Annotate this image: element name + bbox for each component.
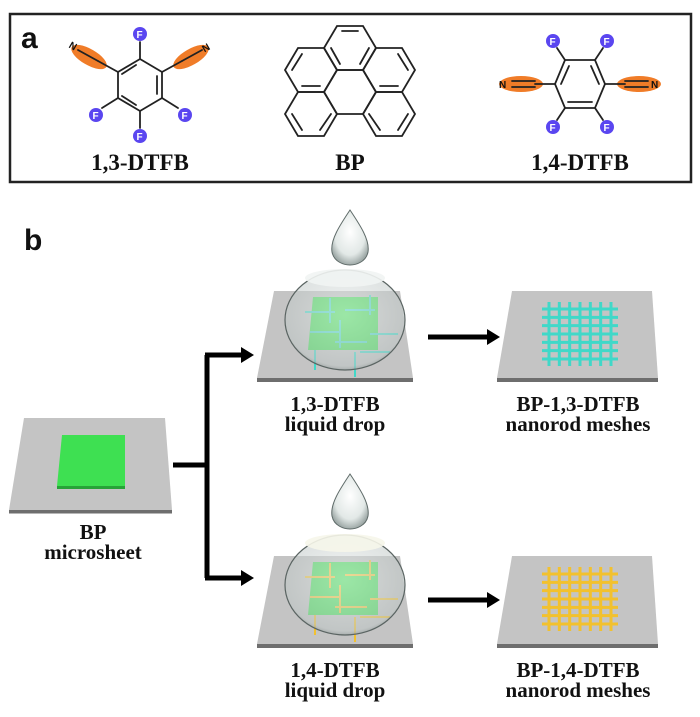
branch-arrows — [173, 347, 254, 586]
arrowhead-icon — [487, 329, 500, 345]
caption-line2: nanorod meshes — [506, 678, 651, 702]
caption-line2: nanorod meshes — [506, 412, 651, 436]
nanorod-mesh — [542, 302, 618, 366]
panel-b-label: b — [24, 224, 42, 257]
fluorine-label: F — [604, 37, 610, 48]
caption-line1: BP — [80, 520, 107, 544]
fluorine-label: F — [550, 123, 556, 134]
panel-a-label: a — [21, 22, 38, 55]
nanorod-mesh — [542, 567, 618, 631]
caption-line2: liquid drop — [285, 678, 386, 702]
fluorine-label: F — [137, 132, 143, 143]
molecule-label: BP — [335, 150, 364, 175]
fluorine-atom — [600, 120, 614, 134]
fluorine-atom — [178, 108, 192, 122]
panel-a: a N N F F F — [8, 12, 693, 184]
bp-microsheet — [57, 435, 125, 486]
caption-line1: BP-1,4-DTFB — [516, 658, 639, 682]
product-stage-bp-1-4-dtfb: BP-1,4-DTFB nanorod meshes — [497, 556, 658, 702]
nitrogen-atom: N — [201, 42, 213, 55]
fluorine-label: F — [604, 123, 610, 134]
fluorine-atom — [546, 34, 560, 48]
falling-drop — [331, 209, 369, 266]
fluorine-label: F — [137, 30, 143, 41]
substrate-edge — [497, 378, 658, 382]
panel-b: b BP microsheet 1,3- — [9, 209, 658, 702]
fluorine-label: F — [93, 111, 99, 122]
arrowhead-icon — [241, 570, 254, 586]
caption-line1: 1,4-DTFB — [290, 658, 379, 682]
fluorine-atom — [133, 129, 147, 143]
fluorine-label: F — [182, 111, 188, 122]
caption-line1: BP-1,3-DTFB — [516, 392, 639, 416]
fluorine-atom — [600, 34, 614, 48]
falling-drop — [331, 473, 369, 530]
molecule-label: 1,3-DTFB — [91, 150, 189, 175]
arrowhead-icon — [487, 592, 500, 608]
liquid-drop-stage-1-4-dtfb: 1,4-DTFB liquid drop — [257, 473, 413, 702]
molecule-label: 1,4-DTFB — [531, 150, 629, 175]
fluorine-atom — [546, 120, 560, 134]
substrate-edge — [257, 378, 413, 382]
caption-line2: microsheet — [44, 540, 142, 564]
bp-microsheet-stage: BP microsheet — [9, 418, 172, 564]
substrate-edge — [9, 510, 172, 514]
nitrile-highlight — [499, 76, 543, 92]
fluorine-label: F — [550, 37, 556, 48]
dome-highlight — [305, 269, 385, 287]
molecule-1-4-dtfb: N N F F F F 1,4-DTFB — [499, 34, 661, 175]
molecule-1-3-dtfb: N N F F F F 1,3-DTFB — [67, 27, 213, 175]
product-stage-bp-1-3-dtfb: BP-1,3-DTFB nanorod meshes — [497, 291, 658, 436]
dome-highlight — [305, 534, 385, 552]
bp-microsheet-edge — [57, 486, 125, 489]
fluorine-atom — [133, 27, 147, 41]
molecule-bp: BP — [283, 25, 417, 175]
caption-line2: liquid drop — [285, 412, 386, 436]
fluorine-atom — [89, 108, 103, 122]
arrowhead-icon — [241, 347, 254, 363]
liquid-drop-stage-1-3-dtfb: 1,3-DTFB liquid drop — [257, 209, 413, 436]
caption-line1: 1,3-DTFB — [290, 392, 379, 416]
nitrogen-atom: N — [651, 80, 658, 91]
nitrogen-atom: N — [67, 40, 79, 53]
nitrile-highlight — [617, 76, 661, 92]
substrate-edge — [497, 644, 658, 648]
substrate-edge — [257, 644, 413, 648]
nitrogen-atom: N — [499, 80, 506, 91]
